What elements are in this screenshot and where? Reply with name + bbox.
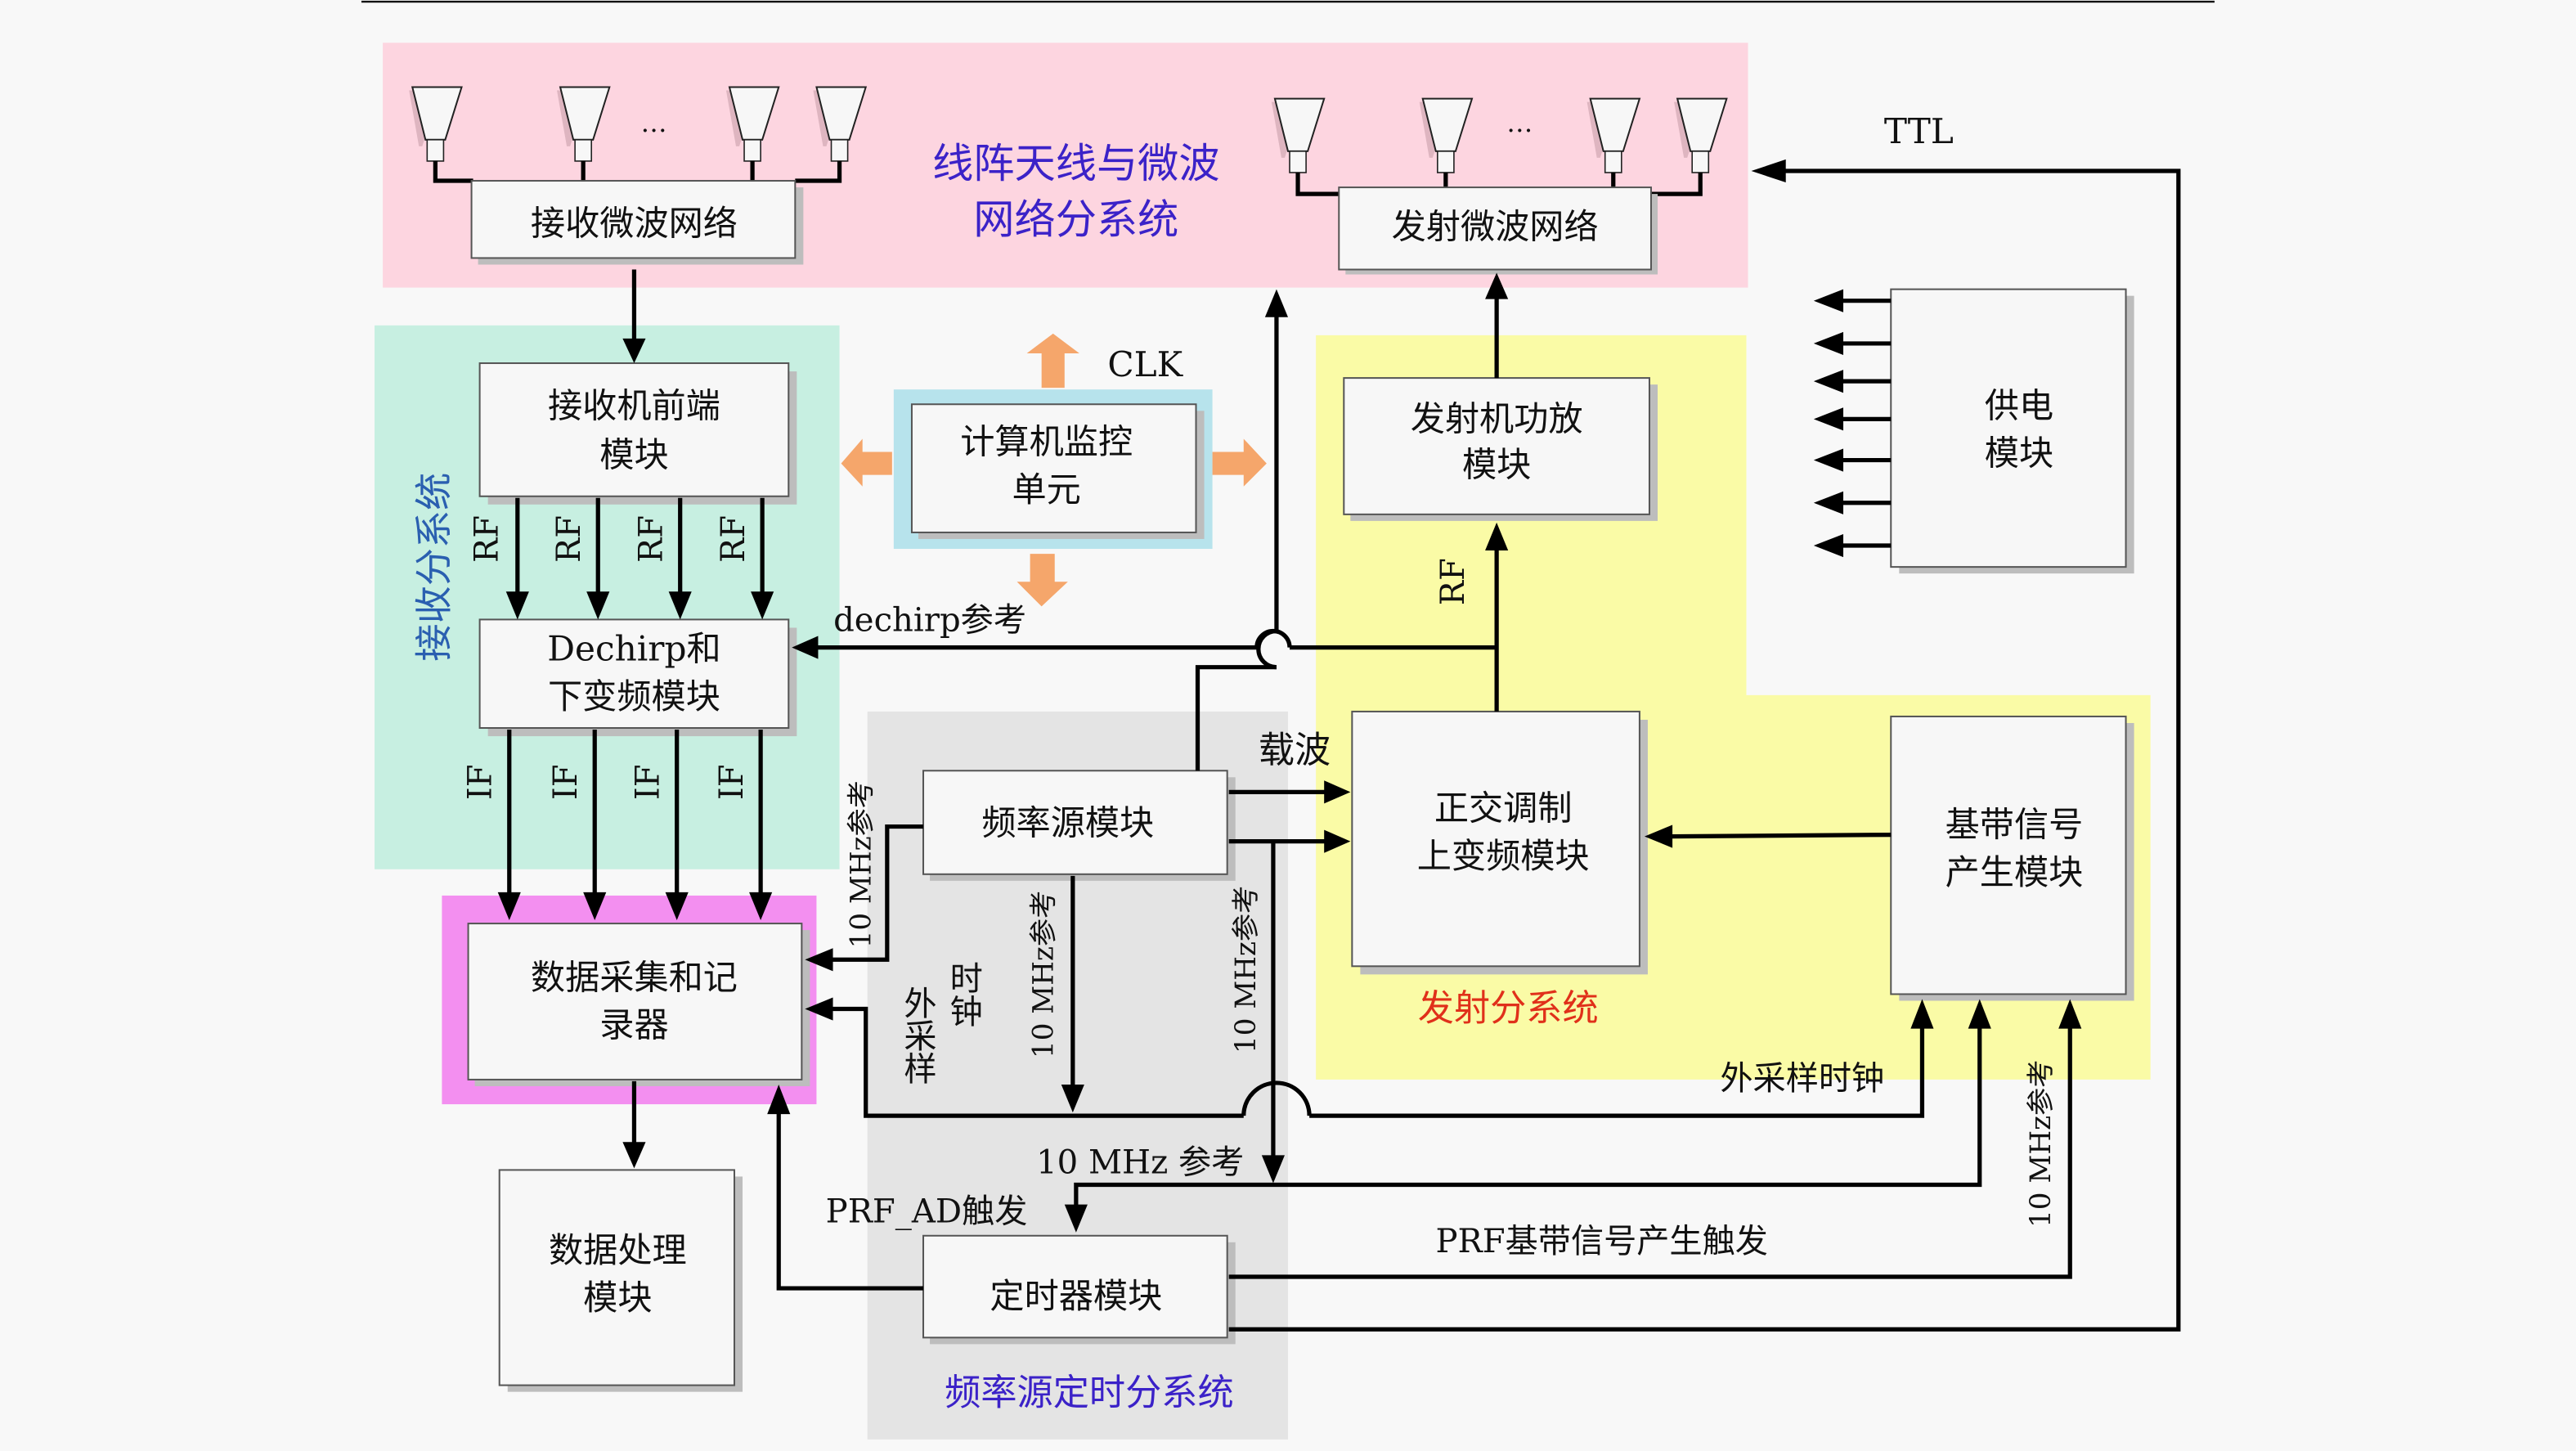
tx-network-label: 发射微波网络 xyxy=(1392,206,1599,246)
if-label: IF xyxy=(547,764,585,800)
monitor-label-1: 计算机监控 xyxy=(960,422,1133,462)
freq-source-block[interactable]: 频率源模块 xyxy=(922,770,1236,881)
ellipsis: … xyxy=(1506,107,1533,138)
dechirp-label-1: Dechirp和 xyxy=(547,629,720,669)
ellipsis: … xyxy=(640,107,666,138)
power-supply-block[interactable]: 供电 模块 xyxy=(1890,288,2134,574)
tx-amp-block[interactable]: 发射机功放 模块 xyxy=(1343,377,1658,521)
transmit-subsystem-label: 发射分系统 xyxy=(1418,988,1599,1030)
rf-label: RF xyxy=(1434,558,1472,605)
baseband-label-1: 基带信号 xyxy=(1945,805,2084,845)
prf-baseband-label: PRF基带信号产生触发 xyxy=(1436,1223,1768,1260)
antenna-subsystem-label-2: 网络分系统 xyxy=(973,195,1178,243)
baseband-block[interactable]: 基带信号 产生模块 xyxy=(1890,715,2134,1001)
ext-clock-label: 外采样时钟 xyxy=(1720,1060,1884,1098)
antenna-subsystem-label: 线阵天线与微波 xyxy=(932,139,1220,187)
freq-timing-subsystem-label: 频率源定时分系统 xyxy=(945,1372,1234,1414)
connection-lines xyxy=(497,159,2181,1332)
tx-amp-label-1: 发射机功放 xyxy=(1411,398,1583,438)
tx-antenna-array: … xyxy=(1270,97,1728,196)
clk-arrow-left xyxy=(841,438,892,487)
clk-arrow-up xyxy=(1026,333,1079,389)
clk-arrow-down xyxy=(1016,554,1068,607)
timer-block[interactable]: 定时器模块 xyxy=(922,1234,1236,1345)
ext-clock-vertical-label-2: 时钟 xyxy=(944,961,981,1026)
rf-label: RF xyxy=(469,515,506,563)
tx-amp-label-2: 模块 xyxy=(1462,445,1531,485)
power-label-2: 模块 xyxy=(1985,434,2053,474)
daq-recorder-block[interactable]: 数据采集和记 录器 xyxy=(467,923,810,1086)
ref-10mhz-spaced-label: 10 MHz 参考 xyxy=(1036,1143,1244,1181)
processing-label-2: 模块 xyxy=(583,1278,652,1318)
ref-10mhz-label: 10 MHz参考 xyxy=(2025,1060,2058,1228)
clk-arrow-right xyxy=(1212,438,1267,487)
baseband-label-2: 产生模块 xyxy=(1945,852,2084,892)
if-label: IF xyxy=(630,764,667,800)
freq-source-label: 频率源模块 xyxy=(981,803,1154,843)
monitor-label-2: 单元 xyxy=(1012,469,1081,510)
iq-label-2: 上变频模块 xyxy=(1417,836,1590,876)
rf-label: RF xyxy=(633,515,671,563)
ref-10mhz-label: 10 MHz参考 xyxy=(1028,891,1061,1058)
processing-label-1: 数据处理 xyxy=(549,1230,687,1270)
carrier-label: 载波 xyxy=(1259,730,1331,771)
dechirp-block[interactable]: Dechirp和 下变频模块 xyxy=(478,618,797,737)
rf-label: RF xyxy=(715,515,752,563)
dechirp-ref-label: dechirp参考 xyxy=(833,601,1026,639)
tx-network-block[interactable]: 发射微波网络 xyxy=(1338,186,1658,275)
iq-upconverter-block[interactable]: 正交调制 上变频模块 xyxy=(1351,710,1648,975)
clk-label: CLK xyxy=(1107,344,1183,384)
rx-frontend-label-1: 接收机前端 xyxy=(548,385,720,425)
rx-network-label: 接收微波网络 xyxy=(531,203,738,243)
timer-label: 定时器模块 xyxy=(990,1276,1162,1316)
dechirp-label-2: 下变频模块 xyxy=(548,676,720,717)
if-label: IF xyxy=(462,764,500,800)
rx-antenna-array: … xyxy=(408,86,867,183)
ref-10mhz-label: 10 MHz参考 xyxy=(846,780,878,948)
rx-network-block[interactable]: 接收微波网络 xyxy=(470,180,804,265)
prf-ad-label: PRF_AD触发 xyxy=(826,1193,1028,1231)
clk-arrows xyxy=(841,333,1267,607)
iq-label-1: 正交调制 xyxy=(1434,788,1573,829)
monitor-unit-block[interactable]: 计算机监控 单元 xyxy=(910,403,1205,539)
rx-frontend-block[interactable]: 接收机前端 模块 xyxy=(478,362,797,505)
if-label: IF xyxy=(713,764,751,800)
ext-clock-vertical-label-1: 外采样 xyxy=(898,986,936,1085)
ref-10mhz-label: 10 MHz参考 xyxy=(1230,886,1263,1053)
receive-subsystem-label: 接收分系统 xyxy=(411,473,456,662)
daq-label-2: 录器 xyxy=(599,1005,668,1045)
power-label-1: 供电 xyxy=(1985,385,2053,425)
rx-frontend-label-2: 模块 xyxy=(599,435,668,475)
data-processing-block[interactable]: 数据处理 模块 xyxy=(498,1169,743,1392)
rf-label: RF xyxy=(550,515,588,563)
daq-label-1: 数据采集和记 xyxy=(531,957,738,997)
ttl-label: TTL xyxy=(1884,111,1954,151)
